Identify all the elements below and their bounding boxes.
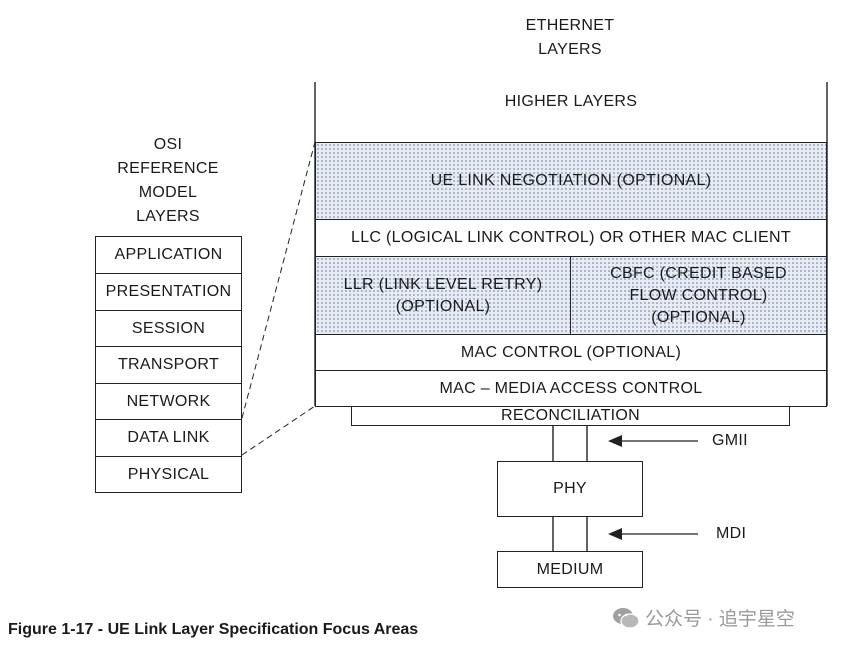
llr-box: LLR (LINK LEVEL RETRY) (OPTIONAL) xyxy=(315,256,571,335)
focus-dashed-line-top xyxy=(241,141,316,419)
osi-title-line: REFERENCE xyxy=(117,160,219,177)
watermark: 公众号 · 追宇星空 xyxy=(612,604,795,631)
mdi-arrow-head xyxy=(608,528,622,540)
medium-box: MEDIUM xyxy=(497,551,643,588)
gmii-arrow-head xyxy=(608,435,622,447)
osi-title-line: OSI xyxy=(153,136,183,153)
osi-layer-session: SESSION xyxy=(95,310,242,348)
higher-layers-label: HIGHER LAYERS xyxy=(504,93,638,110)
cbfc-line: (OPTIONAL) xyxy=(651,308,746,326)
wechat-icon xyxy=(613,607,640,629)
phy-box: PHY xyxy=(497,461,643,517)
llc-box: LLC (LOGICAL LINK CONTROL) OR OTHER MAC … xyxy=(315,219,827,257)
mac-box: MAC – MEDIA ACCESS CONTROL xyxy=(315,370,827,407)
mdi-label: MDI xyxy=(716,525,747,542)
ethernet-title-line: ETHERNET xyxy=(525,17,615,34)
cbfc-line: FLOW CONTROL) xyxy=(629,286,768,304)
gmii-label: GMII xyxy=(712,432,748,449)
osi-layer-physical: PHYSICAL xyxy=(95,456,242,493)
osi-title-line: LAYERS xyxy=(136,208,200,225)
cbfc-box: CBFC (CREDIT BASED FLOW CONTROL) (OPTION… xyxy=(570,256,827,335)
osi-layer-presentation: PRESENTATION xyxy=(95,273,242,311)
focus-dashed-line-bottom xyxy=(241,405,316,456)
reconciliation-box: RECONCILIATION xyxy=(351,406,790,426)
ethernet-title: ETHERNET LAYERS xyxy=(500,14,640,62)
llr-line: LLR (LINK LEVEL RETRY) xyxy=(343,275,543,293)
osi-layer-transport: TRANSPORT xyxy=(95,346,242,384)
osi-layer-network: NETWORK xyxy=(95,383,242,421)
osi-layer-application: APPLICATION xyxy=(95,236,242,274)
llr-line: (OPTIONAL) xyxy=(395,297,491,315)
figure-caption: Figure 1-17 - UE Link Layer Specificatio… xyxy=(8,621,419,638)
osi-title: OSI REFERENCE MODEL LAYERS xyxy=(98,133,238,229)
watermark-text: 公众号 · 追宇星空 xyxy=(645,609,795,630)
mac-control-box: MAC CONTROL (OPTIONAL) xyxy=(315,334,827,371)
osi-title-line: MODEL xyxy=(138,184,198,201)
ethernet-title-line: LAYERS xyxy=(538,41,602,58)
cbfc-line: CBFC (CREDIT BASED xyxy=(610,264,787,282)
ue-link-negotiation-box: UE LINK NEGOTIATION (OPTIONAL) xyxy=(315,142,827,220)
osi-layer-data-link: DATA LINK xyxy=(95,419,242,457)
